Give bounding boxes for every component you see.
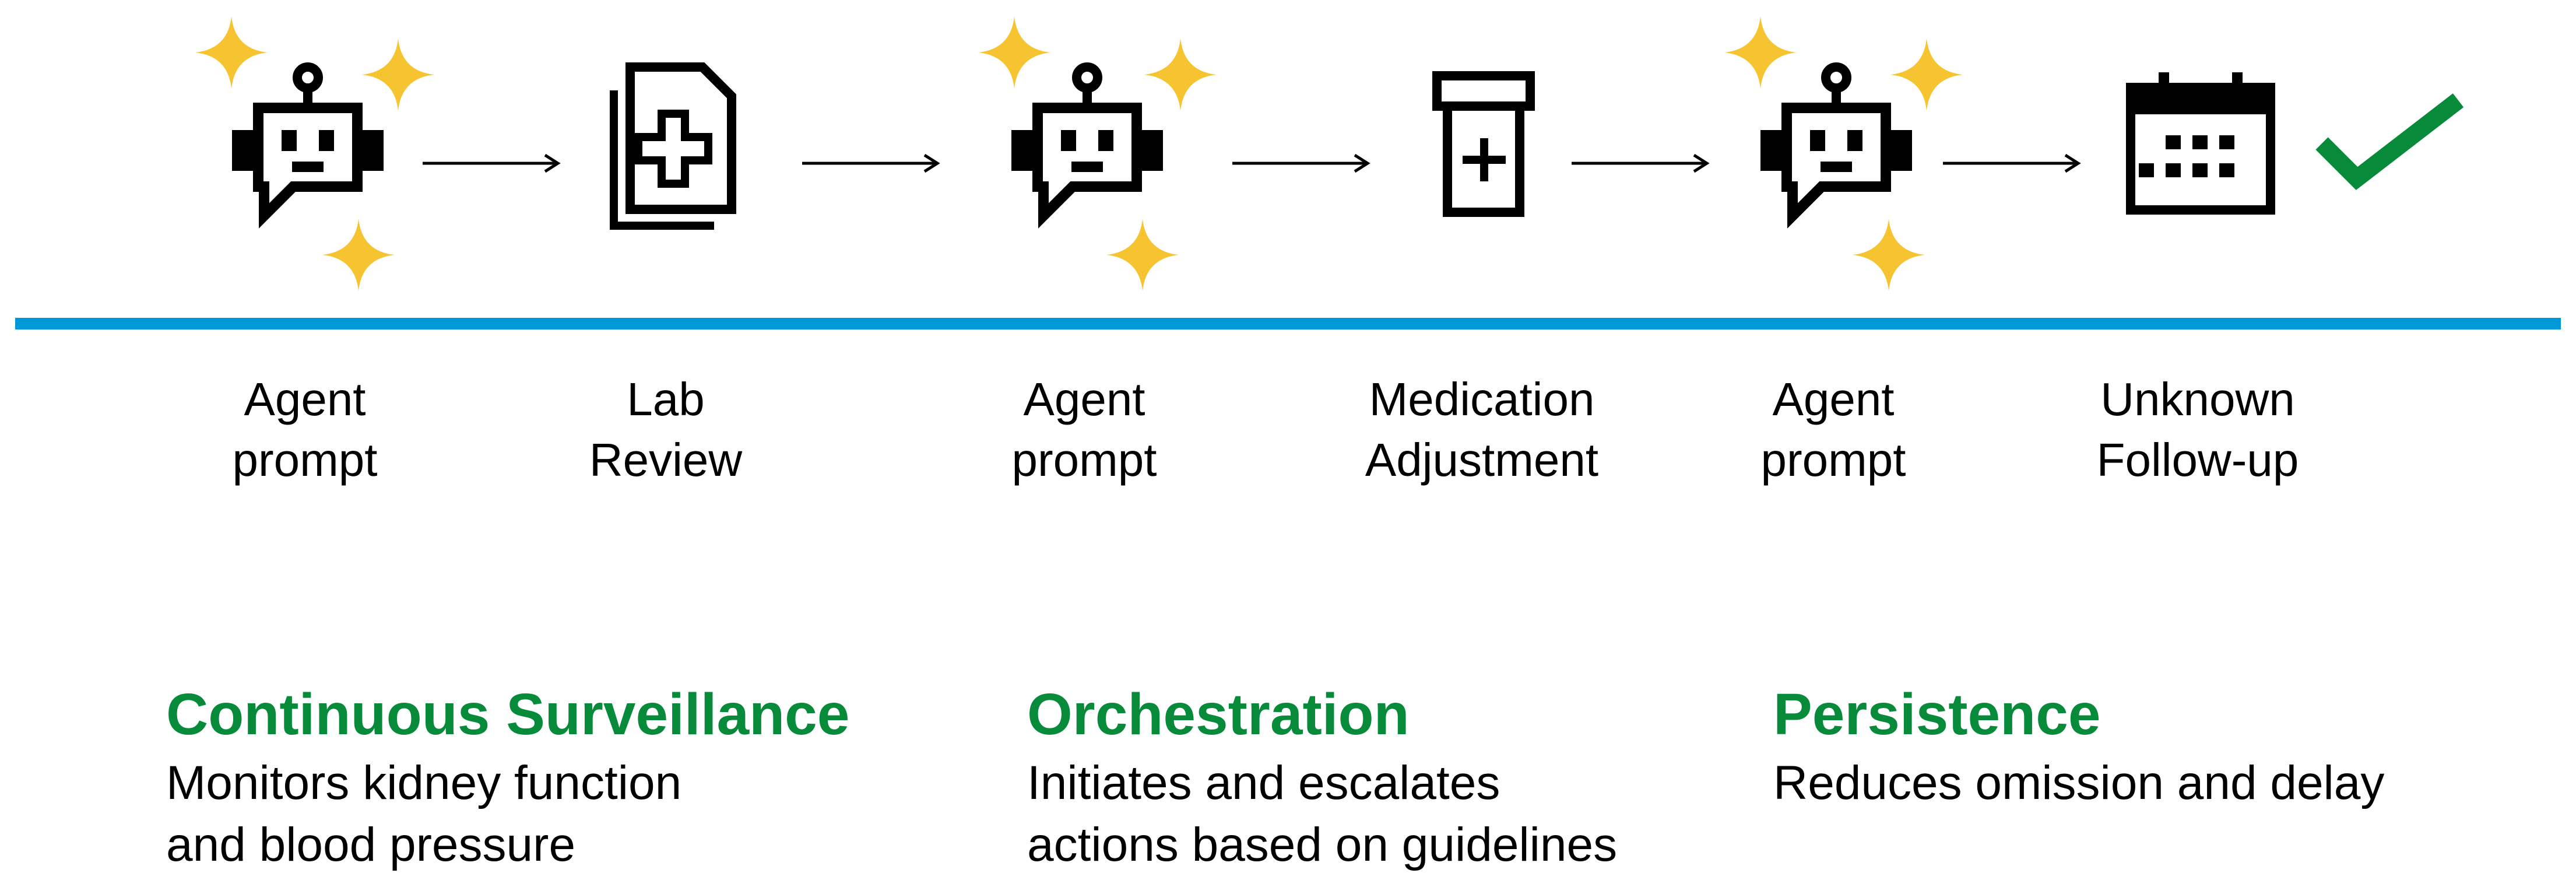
flow-arrow [1572, 153, 1710, 173]
robot-agent-icon [1752, 61, 1915, 230]
step-label-unknown-follow-up: Unknown Follow-up [2096, 373, 2299, 486]
flow-arrow [1232, 153, 1370, 173]
step-label-agent-prompt-2: Agent prompt [1011, 373, 1157, 486]
pillar-desc-persistence: Reduces omission and delay [1773, 756, 2385, 809]
pillar-title-persistence: Persistence [1773, 682, 2101, 747]
step-label-lab-review: Lab Review [589, 373, 743, 486]
medication-bottle-icon [1431, 71, 1536, 217]
pillar-desc-orchestration: Initiates and escalates actions based on… [1027, 756, 1618, 871]
step-label-agent-prompt-3: Agent prompt [1760, 373, 1906, 486]
pillar-title-surveillance: Continuous Surveillance [166, 682, 850, 747]
robot-agent-icon [223, 61, 386, 230]
pillar-title-orchestration: Orchestration [1027, 682, 1410, 747]
calendar-icon [2125, 70, 2276, 216]
pillar-desc-surveillance: Monitors kidney function and blood press… [166, 756, 682, 871]
flow-arrow [1943, 153, 2081, 173]
flow-arrow [802, 153, 940, 173]
step-label-agent-prompt-1: Agent prompt [232, 373, 378, 486]
lab-report-icon [603, 55, 743, 230]
flow-arrow [423, 153, 561, 173]
robot-agent-icon [1003, 61, 1166, 230]
timeline-bar [15, 318, 2561, 329]
checkmark-icon [2311, 93, 2469, 210]
step-label-medication-adjustment: Medication Adjustment [1365, 373, 1599, 486]
